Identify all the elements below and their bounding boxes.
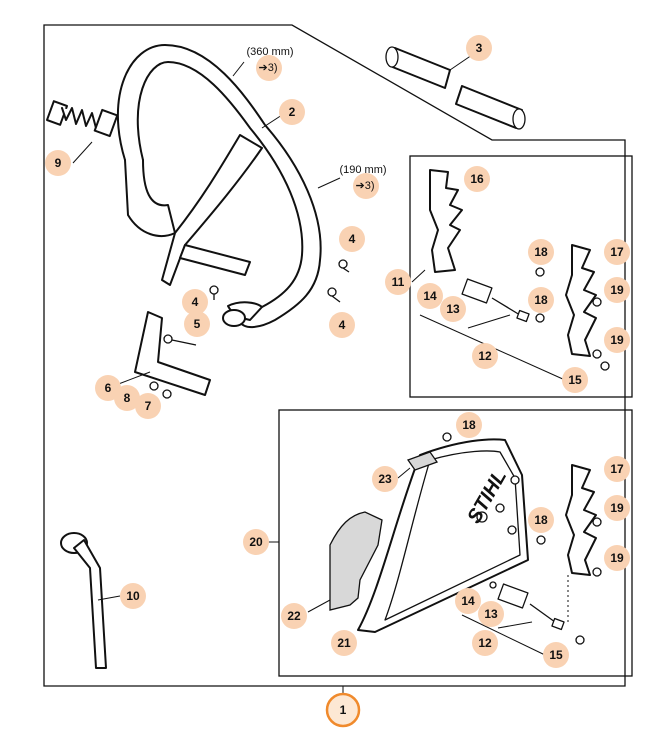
- callout-1-main[interactable]: 1: [325, 692, 361, 728]
- svg-text:18: 18: [534, 513, 548, 527]
- svg-text:17: 17: [610, 462, 624, 476]
- screws-group[interactable]: [149, 259, 350, 399]
- callout-2: 2: [279, 99, 305, 125]
- inset-11-parts[interactable]: [411, 169, 610, 381]
- callout-18-top: 18: [528, 239, 554, 265]
- callout-12-top: 12: [472, 343, 498, 369]
- callout-18-cover-top: 18: [456, 412, 482, 438]
- cover-plate-part[interactable]: [307, 511, 383, 613]
- svg-text:5: 5: [194, 317, 201, 331]
- svg-text:1: 1: [340, 703, 347, 717]
- svg-text:17: 17: [610, 245, 624, 259]
- handlebar-part[interactable]: [116, 44, 341, 328]
- svg-text:13: 13: [484, 607, 498, 621]
- callout-15-top: 15: [562, 367, 588, 393]
- short-length-note: (190 mm): [339, 164, 386, 176]
- svg-text:4: 4: [192, 295, 199, 309]
- callout-18-mid: 18: [528, 287, 554, 313]
- wrench-part[interactable]: [60, 532, 121, 669]
- svg-text:19: 19: [610, 551, 624, 565]
- callout-4-right-top: 4: [339, 226, 365, 252]
- callout-8: 8: [114, 385, 140, 411]
- svg-text:16: 16: [470, 172, 484, 186]
- callout-19-top-b: 19: [604, 327, 630, 353]
- callout-19-top-a: 19: [604, 277, 630, 303]
- callout-9: 9: [45, 150, 71, 176]
- svg-text:3: 3: [476, 41, 483, 55]
- callouts: 2 3 9 4 4 4 5 6 8 7 10 11 16 18 17 19 14…: [45, 35, 630, 728]
- callout-7: 7: [135, 393, 161, 419]
- svg-text:22: 22: [287, 609, 301, 623]
- svg-text:➔3): ➔3): [259, 62, 278, 74]
- svg-text:11: 11: [392, 275, 405, 289]
- callout-23: 23: [372, 466, 398, 492]
- svg-text:12: 12: [478, 636, 492, 650]
- svg-text:21: 21: [337, 636, 351, 650]
- svg-text:14: 14: [423, 289, 437, 303]
- callout-13-top: 13: [440, 296, 466, 322]
- callout-3: 3: [466, 35, 492, 61]
- cover-clip-part[interactable]: [397, 451, 439, 479]
- callout-19-bottom-a: 19: [604, 495, 630, 521]
- svg-text:4: 4: [339, 318, 346, 332]
- callout-10: 10: [120, 583, 146, 609]
- svg-text:18: 18: [534, 293, 548, 307]
- svg-text:19: 19: [610, 333, 624, 347]
- sprocket-cover-part[interactable]: STIHL: [357, 438, 529, 633]
- callout-20: 20: [243, 529, 269, 555]
- svg-text:4: 4: [349, 232, 356, 246]
- callout-19-bottom-b: 19: [604, 545, 630, 571]
- handlebar-ref-note: ➔3): [256, 55, 282, 81]
- callout-17-bottom: 17: [604, 456, 630, 482]
- callout-13-bottom: 13: [478, 601, 504, 627]
- svg-text:12: 12: [478, 349, 492, 363]
- callout-22: 22: [281, 603, 307, 629]
- svg-text:10: 10: [126, 589, 140, 603]
- callout-4-right-bottom: 4: [329, 312, 355, 338]
- svg-text:2: 2: [289, 105, 296, 119]
- svg-text:8: 8: [124, 391, 131, 405]
- inset-20-parts[interactable]: [268, 432, 602, 656]
- inset-frame-11: [409, 155, 633, 398]
- svg-text:14: 14: [461, 594, 475, 608]
- svg-text:18: 18: [534, 245, 548, 259]
- callout-15-bottom: 15: [543, 642, 569, 668]
- callout-17-top: 17: [604, 239, 630, 265]
- svg-text:15: 15: [568, 373, 582, 387]
- short-ref-note: ➔3): [353, 173, 379, 199]
- spring-part[interactable]: [46, 100, 119, 164]
- svg-text:19: 19: [610, 501, 624, 515]
- svg-text:9: 9: [55, 156, 62, 170]
- callout-11: 11: [385, 269, 411, 295]
- svg-text:15: 15: [549, 648, 563, 662]
- callout-4-left: 4: [182, 289, 208, 315]
- callout-5: 5: [184, 311, 210, 337]
- svg-text:18: 18: [462, 418, 476, 432]
- svg-text:13: 13: [446, 302, 460, 316]
- svg-text:7: 7: [145, 399, 152, 413]
- svg-text:➔3): ➔3): [356, 180, 375, 192]
- callout-21: 21: [331, 630, 357, 656]
- callout-14-bottom: 14: [455, 588, 481, 614]
- callout-16: 16: [464, 166, 490, 192]
- svg-text:19: 19: [610, 283, 624, 297]
- svg-text:6: 6: [105, 381, 112, 395]
- outer-frame: [43, 24, 626, 687]
- svg-text:20: 20: [249, 535, 263, 549]
- callout-18-cover-right: 18: [528, 507, 554, 533]
- inset-frame-20: [278, 409, 633, 677]
- callout-12-bottom: 12: [472, 630, 498, 656]
- svg-text:23: 23: [378, 472, 392, 486]
- handlebar-length-note: (360 mm): [246, 46, 293, 58]
- tube-part[interactable]: [385, 46, 526, 130]
- callout-14-top: 14: [417, 283, 443, 309]
